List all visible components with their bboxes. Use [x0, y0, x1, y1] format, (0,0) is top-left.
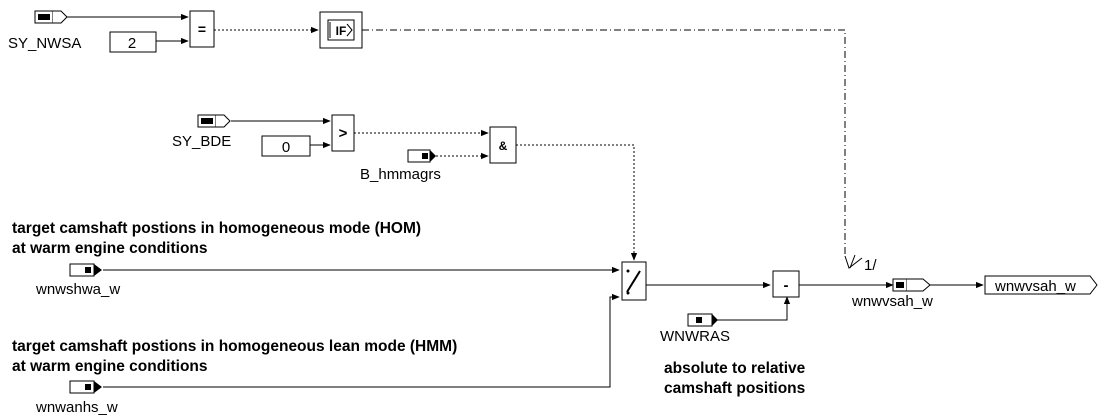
signal-wnwras: WNWRAS — [660, 328, 730, 345]
parameter-input-icon — [687, 313, 718, 327]
greater-symbol: > — [339, 125, 348, 142]
equal-block: = — [189, 10, 215, 48]
signal-wnwshwa-w: wnwshwa_w — [35, 281, 120, 298]
switch-icon — [626, 269, 641, 295]
output-terminal: wnwvsah_w — [984, 275, 1098, 295]
constant-2-box: 2 — [109, 31, 157, 53]
wire-wnwras — [715, 296, 791, 321]
wire-and-to-switch — [516, 144, 638, 261]
if-block-icon — [327, 19, 355, 41]
parameter-input-icon — [69, 263, 102, 277]
comment-abs-line2: camshaft positions — [664, 380, 805, 397]
input-port-icon — [34, 10, 68, 24]
constant-0-box: 0 — [261, 135, 311, 157]
equal-symbol: = — [198, 21, 206, 37]
and-symbol: & — [499, 139, 508, 153]
signal-wnwvsah-w: wnwvsah_w — [851, 293, 933, 310]
comment-hmm-line1: target camshaft postions in homogeneous … — [12, 338, 457, 355]
signal-sy-bde: SY_BDE — [172, 133, 231, 150]
minus-block: - — [772, 270, 800, 298]
comment-abs-line1: absolute to relative — [664, 360, 806, 377]
if-block: IF — [319, 11, 363, 49]
switch-block — [621, 261, 647, 301]
if-symbol: IF — [336, 24, 347, 38]
output-wnwvsah-w: wnwvsah_w — [994, 278, 1076, 295]
comment-hmm-line2: at warm engine conditions — [12, 358, 208, 375]
constant-2: 2 — [128, 35, 136, 52]
delay-label: 1/ — [864, 257, 877, 274]
comment-hom-line2: at warm engine conditions — [12, 240, 208, 257]
wire-if-to-delay — [362, 29, 846, 256]
greater-block: > — [331, 114, 355, 152]
minus-symbol: - — [784, 277, 789, 294]
signal-sy-nwsa: SY_NWSA — [8, 35, 81, 52]
comment-hom-line1: target camshaft postions in homogeneous … — [12, 220, 421, 237]
signal-b-hmmagrs: B_hmmagrs — [360, 166, 441, 183]
signal-wnwanhs-w: wnwanhs_w — [35, 399, 118, 416]
parameter-input-icon — [69, 380, 102, 394]
constant-0: 0 — [282, 139, 290, 156]
wire-wnwanhs — [103, 293, 620, 388]
input-port-icon — [197, 114, 231, 128]
and-block: & — [489, 126, 517, 164]
delay-marker: 1/ — [844, 254, 877, 274]
output-port-icon — [892, 278, 931, 292]
parameter-input-icon — [407, 149, 436, 163]
